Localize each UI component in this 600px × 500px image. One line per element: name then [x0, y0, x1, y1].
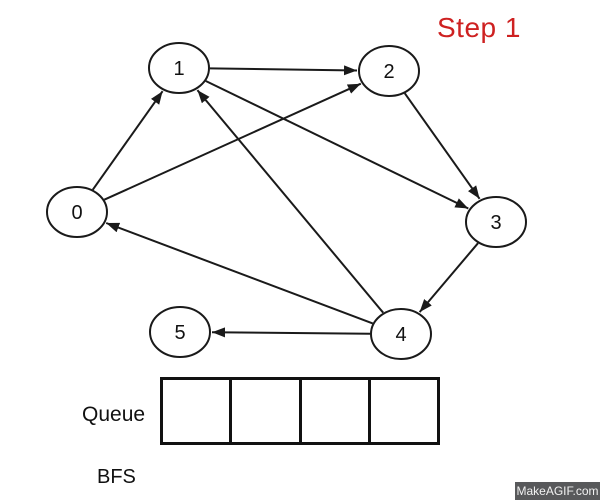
graph-edge-3-4 [418, 242, 479, 313]
queue-cell-0 [163, 380, 233, 442]
graph-edge-4-0 [105, 222, 374, 325]
node-circle-0 [46, 186, 108, 238]
node-circle-3 [465, 196, 527, 248]
node-label-5: 5 [174, 322, 185, 344]
queue-label: Queue [82, 403, 146, 426]
node-label-0: 0 [71, 202, 82, 224]
node-circle-4 [370, 308, 432, 360]
graph-edge-4-5 [211, 327, 371, 338]
graph-node-0: 0 [46, 186, 108, 238]
queue-box [160, 377, 440, 445]
graph-edge-4-1 [196, 89, 384, 314]
graph-node-4: 4 [370, 308, 432, 360]
step-title: Step 1 [437, 12, 521, 43]
node-circle-1 [148, 42, 210, 94]
queue-cell-3 [371, 380, 437, 442]
node-circle-5 [149, 306, 211, 358]
watermark: MakeAGIF.com [515, 482, 600, 500]
node-label-3: 3 [490, 212, 501, 234]
graph-edge-0-1 [91, 90, 164, 191]
graph-edge-1-3 [205, 80, 469, 210]
node-circle-2 [358, 45, 420, 97]
graph-node-2: 2 [358, 45, 420, 97]
graph-edge-2-3 [403, 92, 481, 200]
node-label-2: 2 [383, 61, 394, 83]
graph-edge-0-2 [103, 82, 362, 201]
queue-cell-2 [302, 380, 371, 442]
graph-node-1: 1 [148, 42, 210, 94]
graph-node-3: 3 [465, 196, 527, 248]
graph-edge-1-2 [209, 65, 358, 76]
nodes-layer: 0 1 2 3 4 5 [46, 42, 527, 360]
edges-layer [91, 65, 481, 338]
node-label-1: 1 [173, 58, 184, 80]
node-label-4: 4 [395, 324, 406, 346]
graph-node-5: 5 [149, 306, 211, 358]
algorithm-label: BFS [97, 466, 136, 488]
queue-cell-1 [232, 380, 302, 442]
